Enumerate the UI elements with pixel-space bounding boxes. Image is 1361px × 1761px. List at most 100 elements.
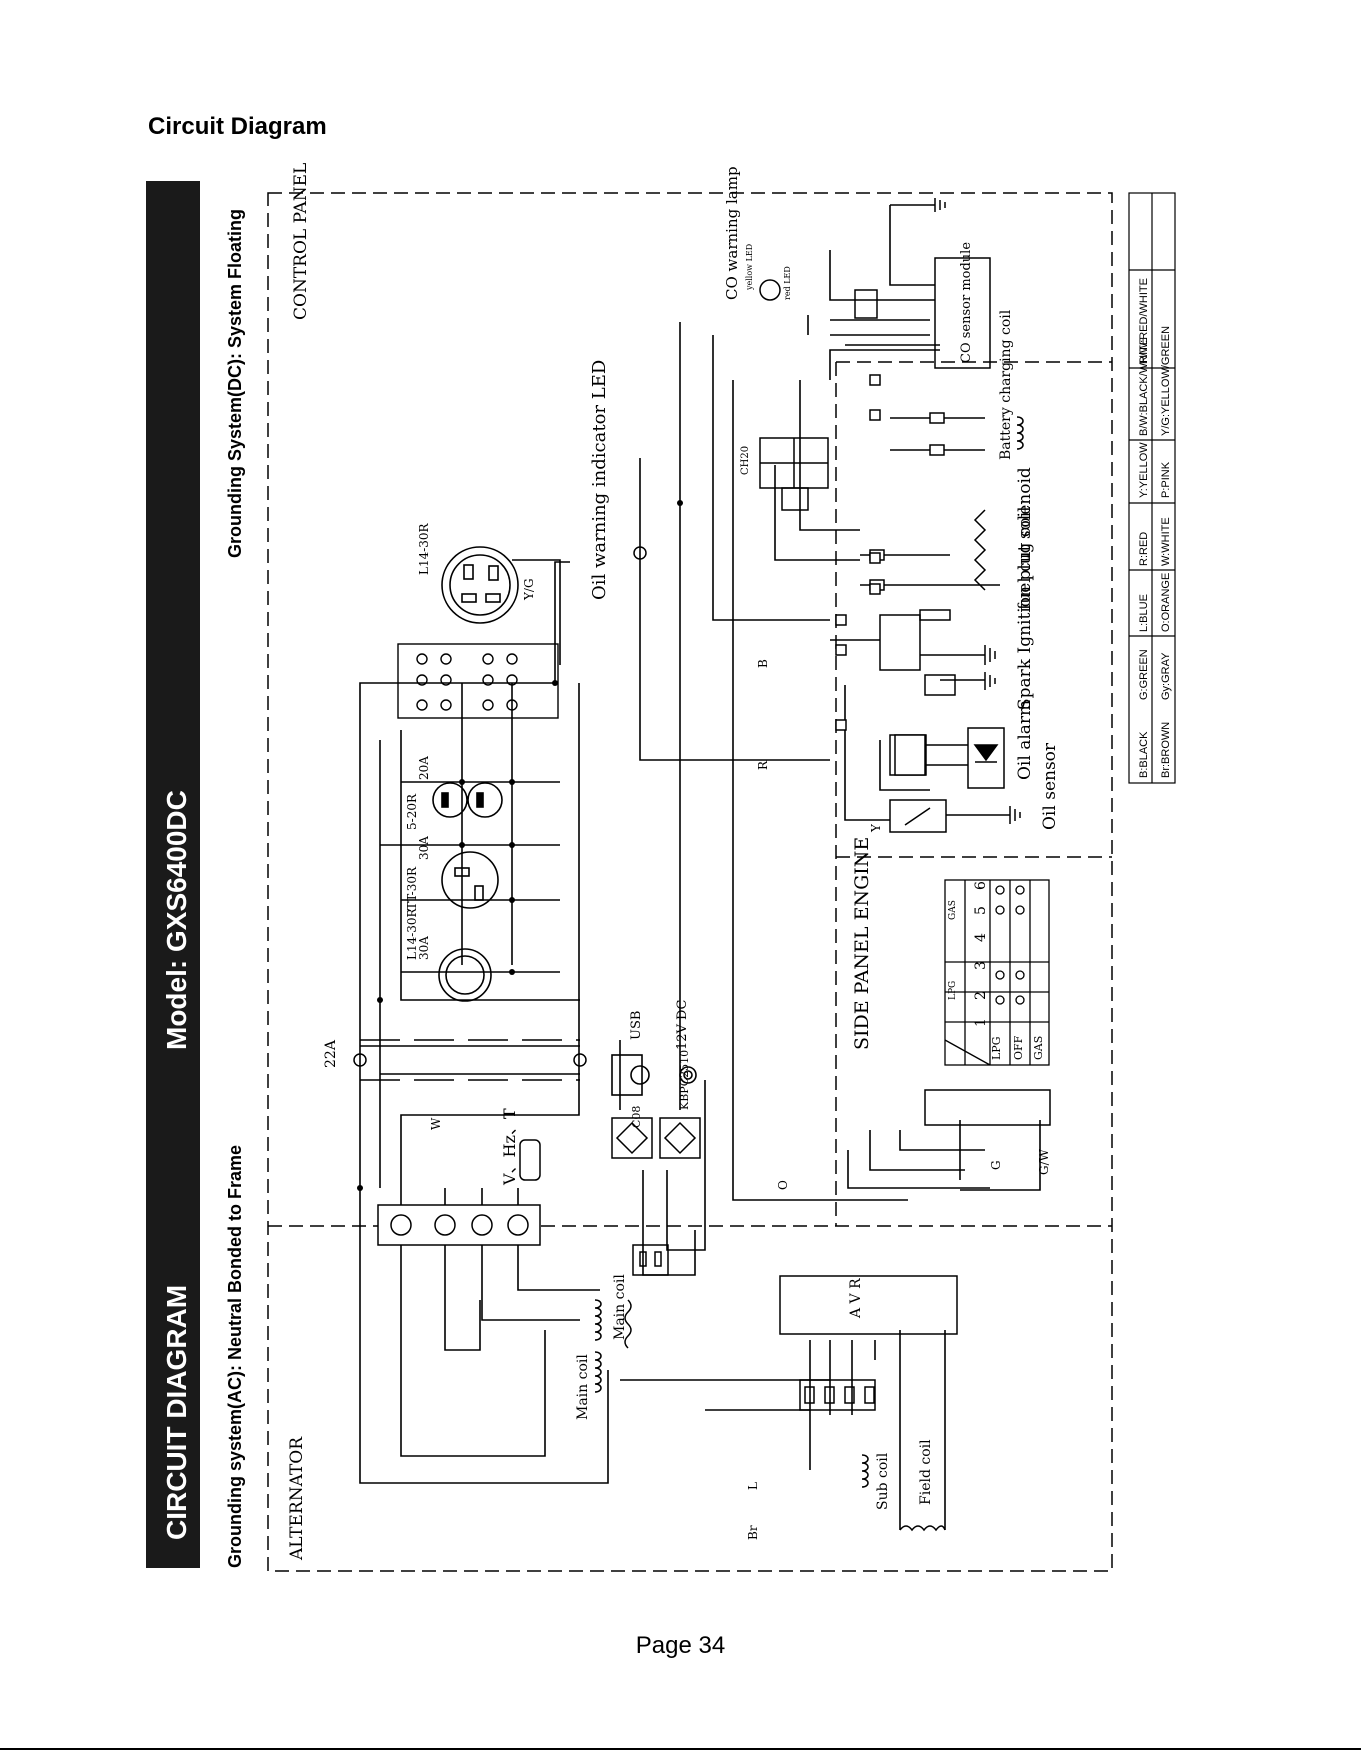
switch-row-gas: GAS bbox=[1032, 1036, 1045, 1060]
switch-col-5: 5 bbox=[973, 906, 989, 915]
vhzt-meter bbox=[519, 1139, 541, 1181]
yellow-led-label: yellow LED bbox=[745, 244, 754, 291]
oil-sensor-label: Oil sensor bbox=[1040, 742, 1060, 830]
label-l14-30r-bottom: L14-30R bbox=[405, 907, 419, 960]
grounding-dc: Grounding System(DC): System Floating bbox=[225, 209, 245, 558]
outlet-panel bbox=[397, 643, 559, 719]
wire-label-YG: Y/G bbox=[522, 578, 536, 601]
oil-warning-led bbox=[633, 546, 647, 560]
switch-col-1: 1 bbox=[973, 1018, 989, 1027]
title-banner bbox=[146, 181, 200, 1568]
key-rw: R/W:RED/WHITE bbox=[1138, 278, 1150, 364]
field-coil bbox=[899, 1525, 946, 1532]
key-w: W:WHITE bbox=[1160, 517, 1172, 566]
spark-coil-label: Spark Ignition plug coil bbox=[1015, 506, 1035, 710]
key-y: Y:YELLOW bbox=[1138, 442, 1150, 498]
wiring bbox=[359, 205, 1041, 1530]
switch-col-3: 3 bbox=[973, 961, 989, 970]
label-20a: 20A bbox=[417, 756, 431, 780]
section-control-panel: CONTROL PANEL bbox=[291, 163, 311, 320]
main-coil-2-label: Main coil bbox=[575, 1354, 591, 1420]
terminal-block bbox=[377, 1204, 541, 1246]
co-sensor-label: CO sensor module bbox=[959, 242, 974, 363]
switch-contacts bbox=[995, 885, 1025, 1005]
main-coil-1 bbox=[594, 1299, 632, 1349]
spark-grounds bbox=[984, 645, 996, 690]
wire-letters: L Br B R O Y G W Y/G G/W bbox=[429, 578, 1051, 1540]
wire-label-W: W bbox=[429, 1117, 443, 1130]
switch-col-4: 4 bbox=[973, 933, 989, 942]
key-bw: B/W:BLACK/WHITE bbox=[1138, 338, 1150, 436]
engine-6pin-connector bbox=[924, 1089, 1051, 1126]
usb-port bbox=[611, 1054, 650, 1096]
wire-label-G: G bbox=[989, 1160, 1003, 1170]
avr-label: A V R bbox=[848, 1278, 864, 1319]
key-gy: Gy:GRAY bbox=[1160, 652, 1172, 700]
l14-30r-receptacle-bottom bbox=[438, 948, 492, 1002]
breaker-label: 22A bbox=[323, 1039, 339, 1068]
switch-col-2: 2 bbox=[973, 991, 989, 1000]
l14-30r-top-label: L14-30R bbox=[417, 522, 431, 575]
battery-coil-label: Battery charging coil bbox=[998, 309, 1014, 460]
switch-group-lpg: LPG bbox=[948, 981, 958, 1000]
key-yg: Y/G:YELLOW/GREEN bbox=[1160, 326, 1172, 436]
switch-group-gas: GAS bbox=[948, 900, 958, 920]
key-p: P:PINK bbox=[1160, 461, 1172, 498]
page-heading: Circuit Diagram bbox=[148, 113, 327, 140]
key-g: G:GREEN bbox=[1138, 649, 1150, 700]
avr-module bbox=[779, 1275, 958, 1411]
section-alternator: ALTERNATOR bbox=[287, 1436, 307, 1561]
co-lamp-label: CO warning lamp bbox=[723, 166, 741, 300]
wire-label-GW: G/W bbox=[1037, 1148, 1051, 1175]
main-coil-2 bbox=[594, 1351, 602, 1393]
red-led-label: red LED bbox=[783, 266, 792, 300]
section-side-panel-engine: SIDE PANEL ENGINE bbox=[851, 837, 873, 1050]
breaker-22a bbox=[353, 1039, 587, 1081]
oil-warning-led-label: Oil warning indicator LED bbox=[589, 360, 610, 600]
label-tt-30r: TT-30R bbox=[405, 866, 419, 910]
label-30a-2: 30A bbox=[417, 936, 431, 960]
junction-dots bbox=[357, 500, 683, 1191]
oil-alarm-label: Oil alarm bbox=[1015, 700, 1035, 780]
banner-model: Model: GXS6400DC bbox=[161, 790, 192, 1050]
rect-kbpc-label: KBPC2510 bbox=[678, 1050, 691, 1110]
spark-ignition-coil bbox=[830, 609, 985, 696]
dc-plug-connector bbox=[632, 1244, 669, 1276]
key-l: L:BLUE bbox=[1138, 594, 1150, 632]
color-key-text: B:BLACK Br:BROWN G:GREEN Gy:GRAY L:BLUE … bbox=[1138, 278, 1172, 778]
color-key-table bbox=[1128, 192, 1176, 784]
grounding-ac: Grounding system(AC): Neutral Bonded to … bbox=[225, 1145, 245, 1568]
l14-30r-receptacle-top bbox=[441, 546, 519, 624]
switch-col-6: 6 bbox=[973, 881, 989, 890]
dashed-frames bbox=[267, 192, 1113, 1572]
field-coil-label: Field coil bbox=[918, 1439, 934, 1505]
wire-label-O: O bbox=[776, 1180, 790, 1190]
switch-row-lpg: LPG bbox=[990, 1037, 1003, 1061]
rect-c08-label: C08 bbox=[630, 1106, 643, 1128]
banner-title: CIRCUIT DIAGRAM bbox=[161, 1285, 192, 1540]
sub-coil-label: Sub coil bbox=[875, 1452, 891, 1510]
battery-charging-coil bbox=[890, 412, 1024, 456]
label-5-20r: 5-20R bbox=[405, 793, 419, 830]
fuel-cut-solenoid bbox=[860, 509, 1000, 591]
wire-label-R: R bbox=[756, 760, 770, 770]
switch-row-off: OFF bbox=[1012, 1035, 1025, 1060]
key-br: Br:BROWN bbox=[1160, 722, 1172, 778]
duplex-5-20r bbox=[432, 782, 503, 818]
page-number: Page 34 bbox=[635, 1632, 726, 1659]
chassis-ground-top bbox=[890, 198, 946, 212]
dc-12v-socket bbox=[679, 1066, 697, 1084]
connector-pins bbox=[835, 374, 926, 776]
wire-label-B: B bbox=[756, 659, 770, 668]
tt-30r-receptacle bbox=[441, 851, 499, 909]
wire-label-L: L bbox=[746, 1482, 760, 1490]
usb-label: USB bbox=[629, 1011, 644, 1040]
wire-label-Y: Y bbox=[869, 823, 883, 833]
vhzt-label: V、Hz、T bbox=[500, 1108, 519, 1186]
oil-sensor bbox=[889, 799, 1021, 833]
key-b: B:BLACK bbox=[1138, 731, 1150, 778]
main-coil-1-label: Main coil bbox=[612, 1274, 628, 1340]
fuel-solenoid-label: fuel cut solenoid bbox=[1015, 467, 1035, 610]
ch20-relay bbox=[759, 437, 829, 511]
